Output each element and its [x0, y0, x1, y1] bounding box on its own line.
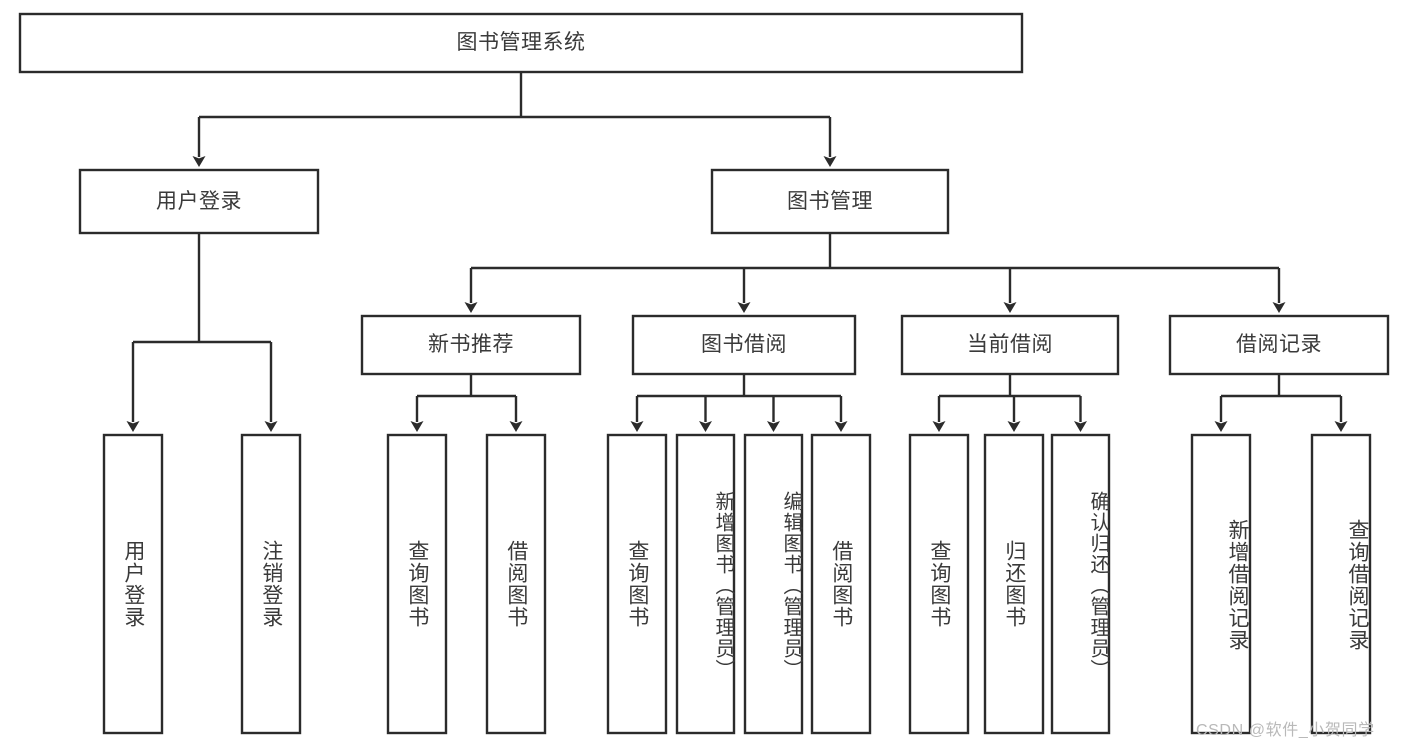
node-box-leaf-add-book[interactable]	[675, 433, 736, 735]
node-box-leaf-confirm-return[interactable]	[1050, 433, 1111, 735]
boxes-layer	[18, 12, 1390, 735]
node-box-root[interactable]	[18, 12, 1024, 74]
node-box-new-book-rec[interactable]	[360, 314, 582, 376]
node-box-leaf-query-book-2[interactable]	[606, 433, 668, 735]
node-box-leaf-query-record[interactable]	[1310, 433, 1372, 735]
node-box-book-manage[interactable]	[710, 168, 950, 235]
node-box-user-login[interactable]	[78, 168, 320, 235]
node-box-leaf-borrow-book-1[interactable]	[485, 433, 547, 735]
node-box-leaf-logout[interactable]	[240, 433, 302, 735]
node-box-leaf-add-record[interactable]	[1190, 433, 1252, 735]
node-box-leaf-user-login[interactable]	[102, 433, 164, 735]
node-box-leaf-edit-book[interactable]	[743, 433, 804, 735]
edges-layer	[126, 72, 1348, 432]
node-box-current-borrow[interactable]	[900, 314, 1120, 376]
node-box-leaf-borrow-book-2[interactable]	[810, 433, 872, 735]
node-box-borrow-record[interactable]	[1168, 314, 1390, 376]
node-box-book-borrow[interactable]	[631, 314, 857, 376]
node-box-leaf-query-book-3[interactable]	[908, 433, 970, 735]
node-box-leaf-return-book[interactable]	[983, 433, 1045, 735]
node-box-leaf-query-book-1[interactable]	[386, 433, 448, 735]
